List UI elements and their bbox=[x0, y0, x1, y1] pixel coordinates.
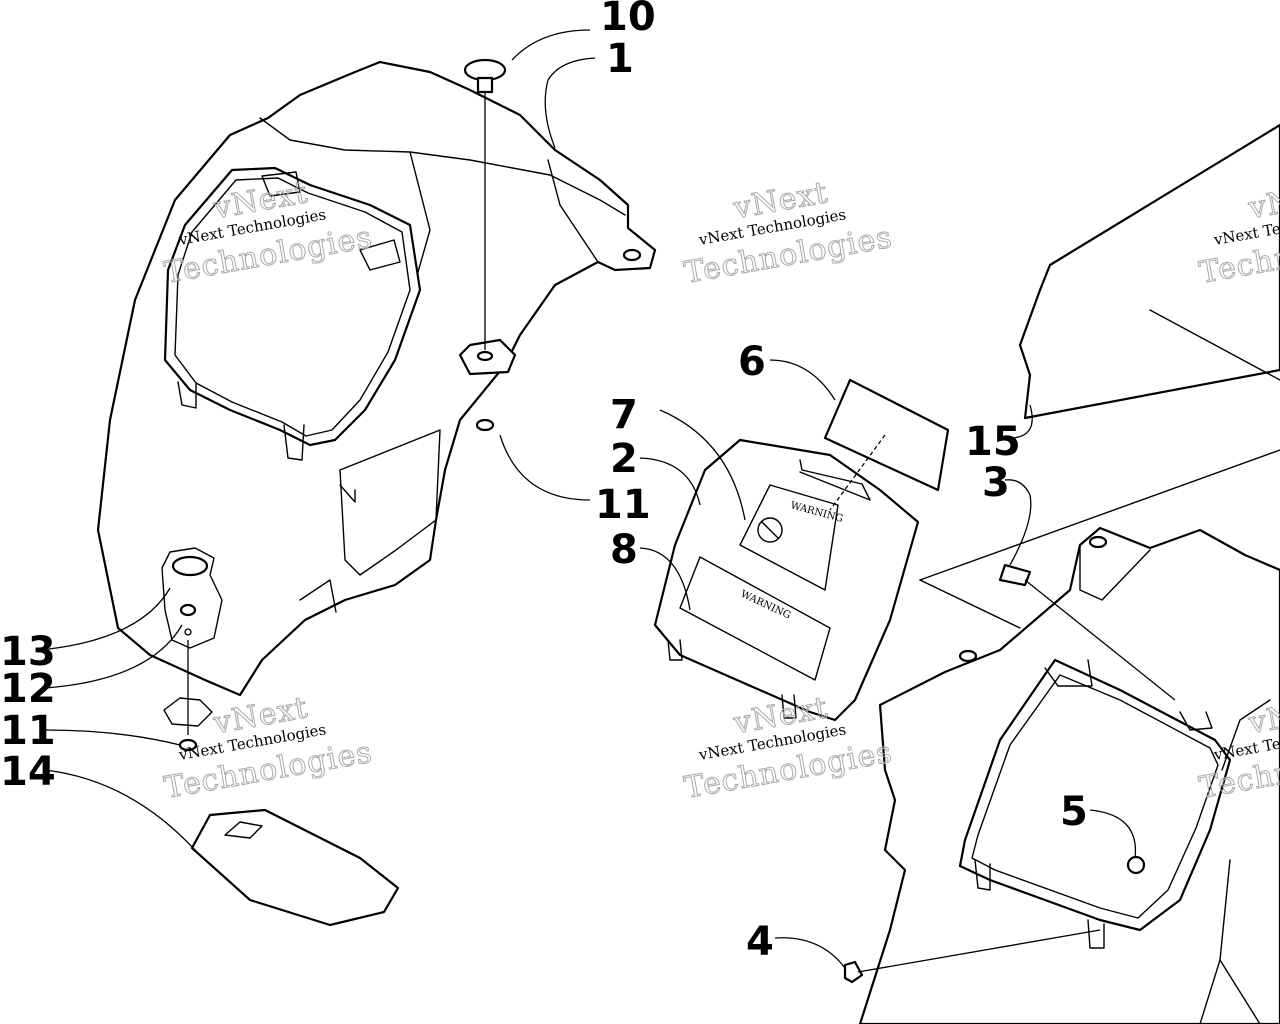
label-6 bbox=[823, 378, 950, 492]
callout-numbers: 10 1 11 13 12 11 14 6 7 2 8 15 3 5 4 bbox=[0, 0, 1088, 965]
callout-3: 3 bbox=[982, 460, 1010, 506]
callout-11-upper: 11 bbox=[595, 482, 651, 528]
access-cover: WARNING WARNING bbox=[653, 438, 920, 722]
callout-1: 1 bbox=[606, 36, 634, 82]
callout-12: 12 bbox=[0, 666, 56, 712]
callout-4: 4 bbox=[746, 919, 774, 965]
washer-11-upper bbox=[475, 418, 495, 432]
callout-7: 7 bbox=[610, 392, 638, 438]
callout-8: 8 bbox=[610, 527, 638, 573]
callout-2: 2 bbox=[610, 436, 638, 482]
pad-14 bbox=[190, 808, 400, 927]
leader-lines bbox=[39, 29, 1137, 969]
callout-15: 15 bbox=[965, 419, 1021, 465]
callout-5: 5 bbox=[1060, 789, 1088, 835]
callout-13: 13 bbox=[0, 629, 56, 675]
fender-housing bbox=[96, 60, 657, 697]
callout-11-lower: 11 bbox=[0, 708, 56, 754]
right-fender bbox=[843, 526, 1280, 1024]
screw-10 bbox=[463, 58, 507, 94]
callout-14: 14 bbox=[0, 749, 56, 795]
callout-10: 10 bbox=[600, 0, 656, 40]
decal-15 bbox=[1018, 123, 1280, 420]
callout-6: 6 bbox=[738, 339, 766, 385]
hardware-13-12 bbox=[161, 547, 223, 752]
